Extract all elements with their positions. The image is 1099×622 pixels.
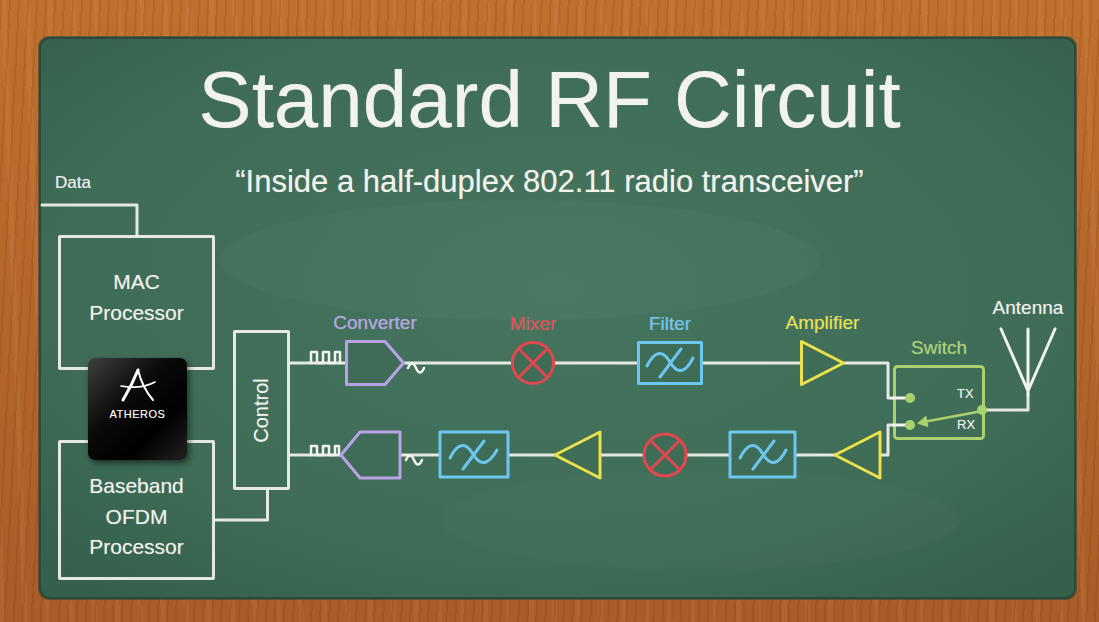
signal-label: Data xyxy=(55,173,91,193)
converter-symbol xyxy=(341,432,400,478)
chip-brand: ATHEROS xyxy=(110,408,166,420)
amplifier-symbol: Amplifier xyxy=(800,340,845,386)
mixer-cross xyxy=(520,350,546,376)
filter-symbol xyxy=(730,432,795,477)
switch-arrowhead xyxy=(918,417,928,427)
diagram-title: Standard RF Circuit xyxy=(0,60,1099,140)
component-label: Antenna xyxy=(993,297,1064,319)
mixer-symbol-outline xyxy=(511,341,555,385)
signal-wire xyxy=(555,362,637,365)
filter-symbol: Filter xyxy=(637,341,703,385)
processor-box: Baseband OFDM Processor xyxy=(58,440,215,580)
symbol-strokes xyxy=(513,343,554,384)
control-box: Control xyxy=(233,330,290,490)
component-label: Mixer xyxy=(510,313,556,335)
switch-contact xyxy=(905,420,915,430)
filter-symbol-outline xyxy=(637,341,703,385)
switch-box: SwitchTXRX xyxy=(893,365,985,440)
filter-outline xyxy=(639,343,702,384)
sine-wave xyxy=(408,364,424,373)
amplifier-symbol-outline xyxy=(800,340,845,386)
box-label: Baseband OFDM Processor xyxy=(81,471,193,562)
mixer-cross xyxy=(652,442,678,468)
component-label: Amplifier xyxy=(786,312,860,334)
mixer-circle xyxy=(513,343,554,384)
data-wire xyxy=(42,205,137,235)
chalk-smudge xyxy=(220,200,820,320)
port-label: TX xyxy=(957,386,974,401)
component-label: Converter xyxy=(333,312,416,334)
signal-wire xyxy=(703,362,800,365)
converter-outline xyxy=(347,342,404,385)
sine-wave xyxy=(406,456,422,465)
chip-package: ATHEROS xyxy=(88,358,187,460)
filter-slash xyxy=(753,441,774,469)
chalk-smudge xyxy=(440,470,960,570)
switch-contact xyxy=(905,393,915,403)
rx-chain xyxy=(311,432,880,478)
signal-wire xyxy=(405,362,511,365)
logo-mark xyxy=(121,370,155,400)
converter-symbol: Converter xyxy=(345,340,405,386)
logo-stroke xyxy=(121,382,155,387)
symbol-strokes xyxy=(802,342,844,385)
amplifier-symbol xyxy=(835,432,880,478)
square-wave xyxy=(311,446,339,455)
data-line xyxy=(42,205,137,235)
chip-logo xyxy=(88,358,187,406)
filter-symbol xyxy=(440,432,508,477)
signal-wire xyxy=(215,490,268,520)
square-wave xyxy=(311,352,340,363)
symbol-strokes xyxy=(639,343,702,384)
filter-slash xyxy=(463,441,484,469)
symbol-strokes xyxy=(893,367,987,439)
box-label: Control xyxy=(250,378,273,442)
component-label: Switch xyxy=(911,337,967,359)
amplifier-symbol xyxy=(555,432,600,478)
switch-outline xyxy=(895,367,984,439)
switch-contact xyxy=(977,405,987,415)
port-label: RX xyxy=(957,417,975,432)
logo-stroke xyxy=(123,370,138,400)
mixer-symbol: Mixer xyxy=(511,341,555,385)
component-label: Filter xyxy=(649,313,691,335)
symbol-strokes xyxy=(347,342,404,385)
processor-box: MAC Processor xyxy=(58,235,215,370)
mixer-symbol xyxy=(644,434,686,476)
box-label: MAC Processor xyxy=(81,267,193,328)
signal-wire xyxy=(845,363,893,398)
converter-symbol-outline xyxy=(345,340,405,386)
symbol-strokes xyxy=(1001,329,1055,395)
diagram-caption: “Inside a half-duplex 802.11 radio trans… xyxy=(0,165,1099,199)
signal-wire xyxy=(985,395,1028,410)
antenna-outline xyxy=(1001,329,1055,395)
antenna-symbol: Antenna xyxy=(998,325,1058,395)
filter-slash xyxy=(660,349,681,377)
amplifier-outline xyxy=(802,342,844,385)
antenna-symbol-outline xyxy=(998,325,1058,395)
